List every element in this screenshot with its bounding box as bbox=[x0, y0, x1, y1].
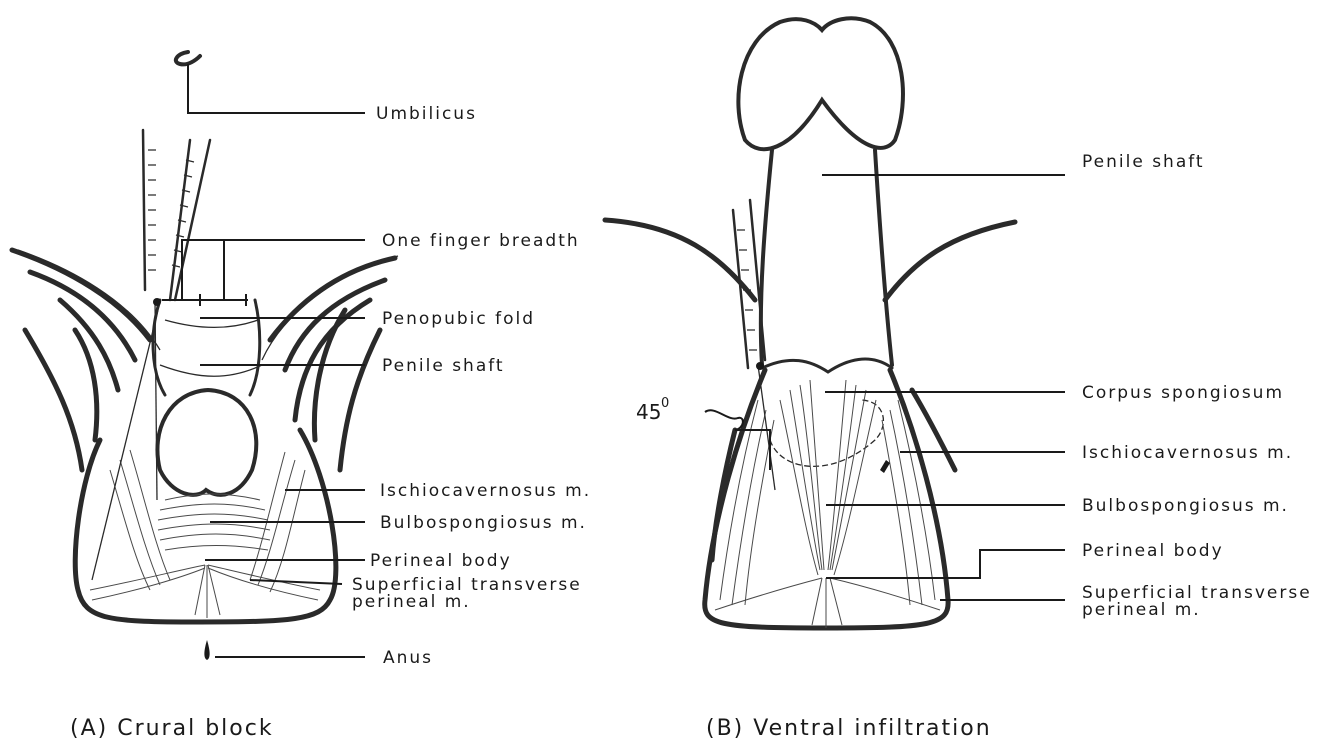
caption-panel-a: (A) Crural block bbox=[70, 716, 274, 741]
label-anus: Anus bbox=[383, 648, 433, 668]
label-b-corpus-spongiosum: Corpus spongiosum bbox=[1082, 383, 1284, 403]
panel-b-leaders bbox=[735, 175, 1065, 600]
panel-a-perineum bbox=[75, 430, 336, 622]
panel-b-left-thigh bbox=[605, 220, 755, 300]
panel-b-corpus-spongiosum bbox=[762, 359, 892, 372]
panel-a-glans bbox=[157, 390, 256, 495]
umbilicus-mark bbox=[176, 52, 200, 64]
caption-panel-b: (B) Ventral infiltration bbox=[706, 716, 992, 741]
label-b-superficial-transverse-2: perineal m. bbox=[1082, 600, 1201, 620]
label-a-bulbospongiosus: Bulbospongiosus m. bbox=[380, 513, 587, 533]
panel-a-muscle-fibers bbox=[90, 450, 320, 618]
label-a-superficial-transverse-2: perineal m. bbox=[352, 592, 471, 612]
label-b-penile-shaft: Penile shaft bbox=[1082, 152, 1205, 172]
label-a-penile-shaft: Penile shaft bbox=[382, 356, 505, 376]
panel-b-drawing bbox=[605, 18, 1015, 628]
panel-b-glans bbox=[738, 18, 903, 149]
label-umbilicus: Umbilicus bbox=[376, 104, 477, 124]
label-penopubic-fold: Penopubic fold bbox=[382, 309, 535, 329]
anus-mark bbox=[204, 640, 209, 660]
angle-marker bbox=[705, 410, 743, 430]
label-one-finger-breadth: One finger breadth bbox=[382, 231, 580, 251]
panel-a-drawing bbox=[12, 52, 398, 660]
angle-label: 45 bbox=[636, 400, 661, 424]
label-b-bulbospongiosus: Bulbospongiosus m. bbox=[1082, 496, 1289, 516]
label-b-perineal-body: Perineal body bbox=[1082, 541, 1224, 561]
angle-label-superscript: 0 bbox=[661, 396, 669, 411]
label-a-ischiocavernosus: Ischiocavernosus m. bbox=[380, 481, 591, 501]
panel-a-syringe bbox=[92, 130, 210, 580]
label-a-perineal-body: Perineal body bbox=[370, 551, 512, 571]
label-b-ischiocavernosus: Ischiocavernosus m. bbox=[1082, 443, 1293, 463]
